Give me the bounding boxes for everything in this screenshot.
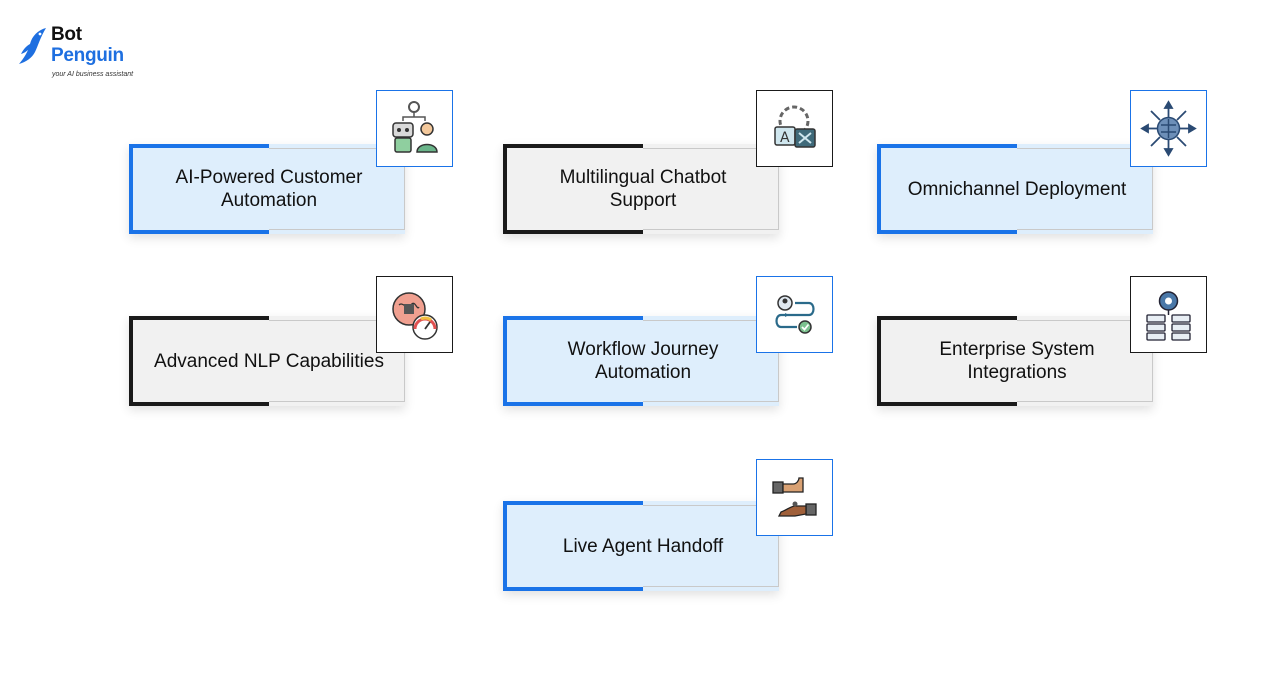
feature-card-omnichannel: Omnichannel Deployment bbox=[877, 144, 1153, 234]
feature-label: Advanced NLP Capabilities bbox=[154, 350, 384, 372]
feature-card-live-agent: Live Agent Handoff bbox=[503, 501, 779, 591]
feature-card-multilingual: Multilingual Chatbot Support bbox=[503, 144, 779, 234]
brand-logo: Bot Penguin your AI business assistant bbox=[18, 22, 158, 82]
network-hub-icon bbox=[1130, 90, 1207, 167]
feature-card-ai-automation: AI-Powered Customer Automation bbox=[129, 144, 405, 234]
feature-card-nlp: Advanced NLP Capabilities bbox=[129, 316, 405, 406]
translation-chat-icon: A bbox=[756, 90, 833, 167]
feature-label: Workflow Journey Automation bbox=[567, 339, 719, 383]
brain-gauge-icon bbox=[376, 276, 453, 353]
svg-text:A: A bbox=[780, 130, 790, 146]
penguin-bird-icon bbox=[19, 28, 46, 64]
feature-label: Omnichannel Deployment bbox=[907, 178, 1127, 200]
robot-and-person-icon bbox=[376, 90, 453, 167]
brand-word-penguin: Penguin bbox=[51, 45, 124, 66]
brand-word-bot: Bot bbox=[51, 24, 82, 45]
feature-card-enterprise: Enterprise System Integrations bbox=[877, 316, 1153, 406]
handoff-hands-icon bbox=[756, 459, 833, 536]
server-gear-icon bbox=[1130, 276, 1207, 353]
brand-tagline: your AI business assistant bbox=[52, 71, 134, 78]
feature-label: Enterprise System Integrations bbox=[939, 339, 1095, 383]
feature-label: Live Agent Handoff bbox=[562, 535, 724, 557]
workflow-flow-icon bbox=[756, 276, 833, 353]
feature-label: AI-Powered Customer Automation bbox=[175, 167, 363, 211]
feature-card-workflow: Workflow Journey Automation bbox=[503, 316, 779, 406]
feature-label: Multilingual Chatbot Support bbox=[559, 167, 727, 211]
